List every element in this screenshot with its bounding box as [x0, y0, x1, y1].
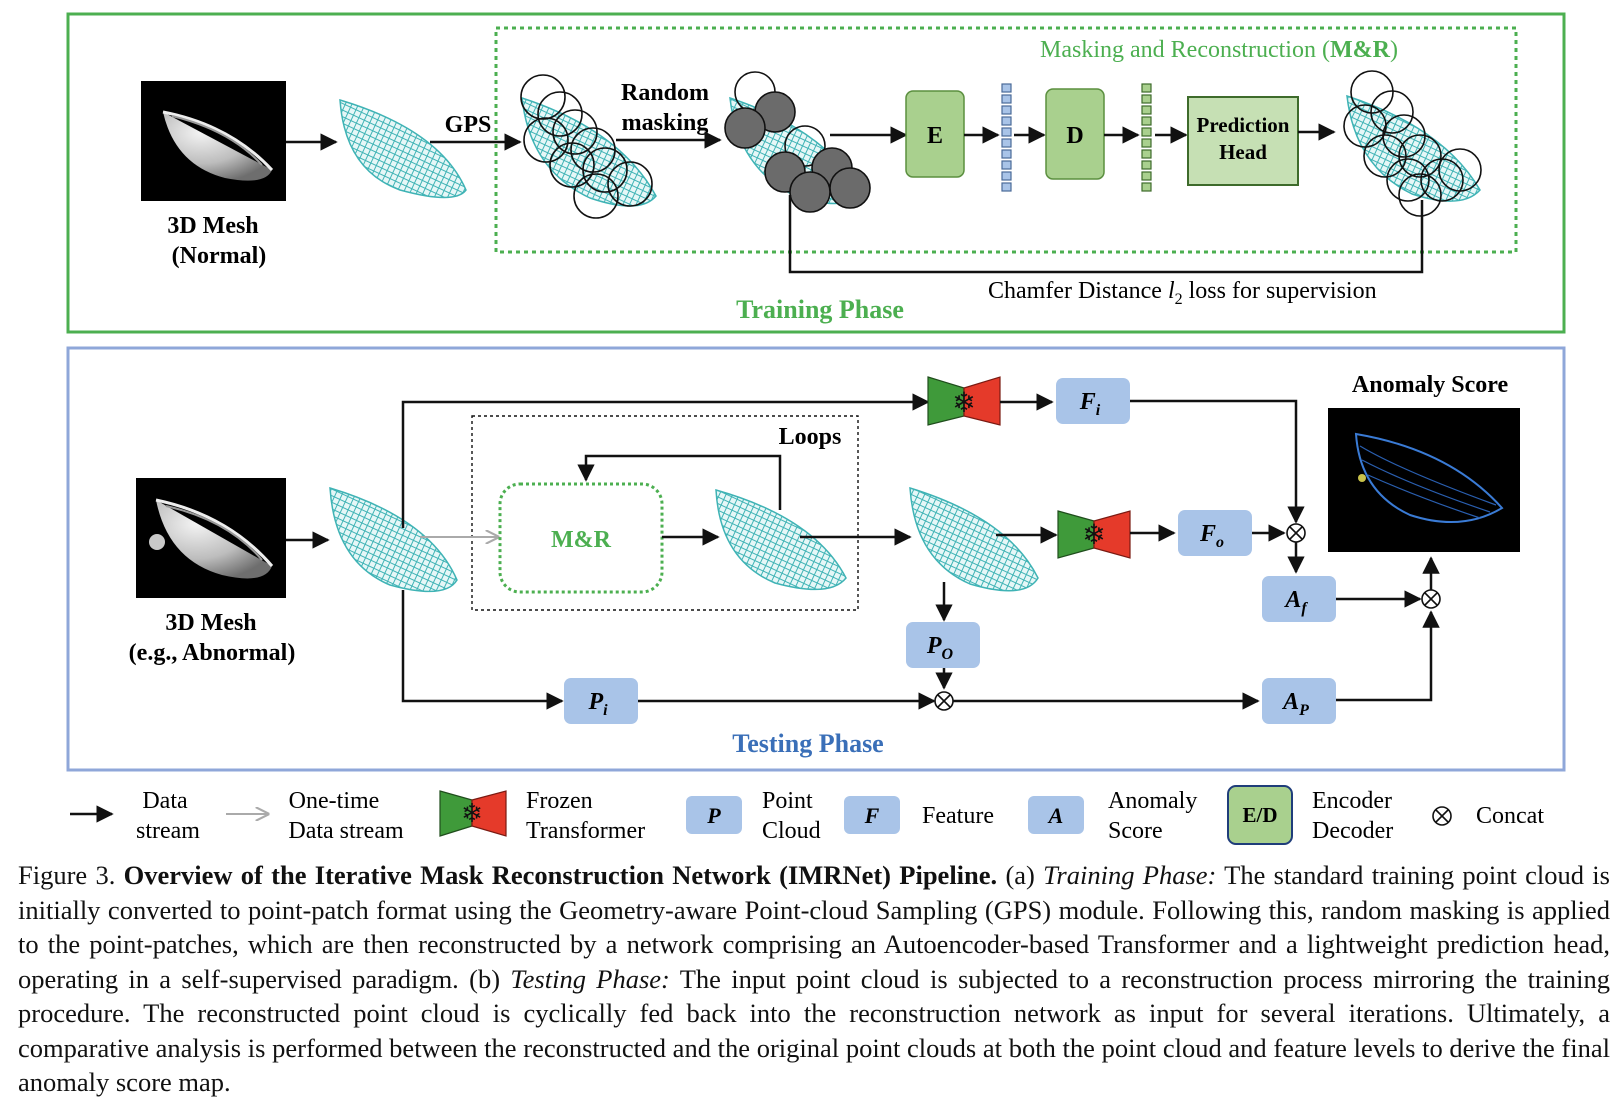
caption-part-b: (b)	[469, 963, 501, 994]
caption-testing-phase: Testing Phase:	[510, 963, 670, 994]
legend: Data stream One-time Data stream ❄ Froze…	[70, 785, 1544, 845]
legend-point-2: Cloud	[762, 818, 821, 844]
random-masking-label-1: Random	[621, 80, 709, 106]
caption-title: Overview of the Iterative Mask Reconstru…	[123, 860, 998, 890]
testing-input-point-cloud	[329, 486, 458, 593]
concat-icon	[934, 691, 954, 711]
legend-f-box	[844, 796, 900, 834]
anomaly-score-label: Anomaly Score	[1352, 372, 1509, 398]
mr-title: Masking and Reconstruction (M&R)	[1040, 37, 1398, 63]
node-fo-label: Fo	[1199, 521, 1224, 551]
node-po	[906, 622, 980, 668]
anomaly-score-image	[1328, 408, 1520, 552]
testing-panel: 3D Mesh (e.g., Abnormal) Loops M&R	[66, 346, 1566, 772]
masked-point-cloud	[724, 71, 871, 213]
caption-training-phase: Training Phase:	[1043, 860, 1217, 890]
mr-label: M&R	[551, 527, 612, 553]
frozen-transformer-middle: ❄	[1057, 510, 1131, 559]
node-fi-label: Fi	[1079, 389, 1101, 419]
legend-anomaly-1: Anomaly	[1108, 788, 1197, 814]
training-panel: Masking and Reconstruction (M&R) 3D Mesh…	[66, 12, 1566, 334]
testing-mesh-label-2: (e.g., Abnormal)	[129, 640, 296, 666]
legend-concat: Concat	[1476, 803, 1544, 829]
legend-frozen-2: Transformer	[526, 818, 645, 844]
loop-point-cloud	[715, 488, 847, 591]
mr-dotted-box	[494, 26, 1518, 254]
legend-f-symbol: F	[864, 803, 880, 828]
legend-p-box	[686, 796, 742, 834]
legend-p-symbol: P	[706, 803, 721, 828]
legend-onetime-2: Data stream	[288, 818, 404, 844]
node-fi	[1056, 378, 1130, 424]
concat-icon	[1286, 523, 1306, 543]
legend-ed-symbol: E/D	[1242, 803, 1277, 827]
legend-frozen-transformer-icon: ❄	[439, 790, 507, 837]
snowflake-icon: ❄	[461, 799, 483, 828]
concat-icon	[1421, 589, 1441, 609]
legend-a-box	[1028, 796, 1084, 834]
training-mesh-label-1: 3D Mesh	[167, 213, 258, 239]
frozen-transformer-top: ❄	[927, 376, 1001, 426]
caption-text-a: The standard training point cloud is ini…	[18, 860, 1610, 994]
prediction-head-box	[1187, 96, 1299, 186]
figure-caption: Figure 3. Overview of the Iterative Mask…	[18, 858, 1610, 1100]
loops-label: Loops	[779, 424, 842, 450]
testing-mesh-image	[136, 478, 286, 598]
chamfer-label: Chamfer Distance l2 loss for supervision	[988, 278, 1377, 308]
token-column-decoder	[1141, 83, 1152, 192]
node-ap	[1262, 678, 1336, 724]
legend-data-stream-2: stream	[136, 818, 200, 844]
node-ap-label: AP	[1281, 689, 1309, 719]
prediction-head-label-2: Head	[1219, 140, 1267, 164]
legend-data-stream-1: Data	[142, 788, 188, 814]
caption-text-b: The input point cloud is subjected to a …	[18, 963, 1610, 1098]
random-masking-label-2: masking	[622, 110, 709, 136]
loops-box	[471, 415, 859, 611]
legend-point-1: Point	[762, 788, 813, 814]
reconstructed-point-cloud	[1343, 70, 1482, 217]
snowflake-icon: ❄	[1082, 520, 1105, 551]
legend-onetime-1: One-time	[289, 788, 380, 814]
snowflake-icon: ❄	[952, 388, 975, 419]
legend-feature: Feature	[922, 803, 994, 829]
node-af-label: Af	[1283, 587, 1308, 617]
pipeline-figure: Masking and Reconstruction (M&R) 3D Mesh…	[66, 12, 1566, 845]
node-po-label: PO	[926, 633, 954, 663]
testing-reconstructed-point-cloud	[909, 486, 1039, 592]
legend-frozen-1: Frozen	[526, 788, 593, 814]
node-af	[1262, 576, 1336, 622]
concat-icon	[1432, 806, 1452, 826]
testing-phase-label: Testing Phase	[732, 729, 883, 758]
caption-figure-label: Figure 3.	[18, 860, 116, 890]
testing-mesh-label-1: 3D Mesh	[165, 610, 256, 636]
training-mesh-image	[141, 81, 286, 201]
loop-arrow	[577, 454, 782, 510]
training-mesh-label-2: (Normal)	[172, 243, 267, 269]
decoder-label: D	[1066, 123, 1083, 149]
legend-ed-box	[1227, 785, 1293, 845]
gps-label: GPS	[445, 112, 492, 138]
node-fo	[1178, 510, 1252, 556]
chamfer-loss-line	[788, 195, 1424, 274]
encoder-label: E	[927, 123, 943, 149]
training-phase-label: Training Phase	[736, 295, 904, 324]
legend-anomaly-2: Score	[1108, 818, 1163, 844]
legend-a-symbol: A	[1047, 803, 1064, 828]
node-pi	[564, 678, 638, 724]
node-pi-label: Pi	[587, 689, 608, 719]
caption-part-a: (a)	[1005, 860, 1035, 890]
patched-point-cloud	[520, 74, 657, 219]
token-column-encoder	[1001, 83, 1012, 192]
legend-encdec-2: Decoder	[1312, 818, 1393, 844]
prediction-head-label-1: Prediction	[1197, 113, 1290, 137]
legend-encdec-1: Encoder	[1312, 788, 1392, 814]
training-point-cloud	[339, 98, 467, 199]
